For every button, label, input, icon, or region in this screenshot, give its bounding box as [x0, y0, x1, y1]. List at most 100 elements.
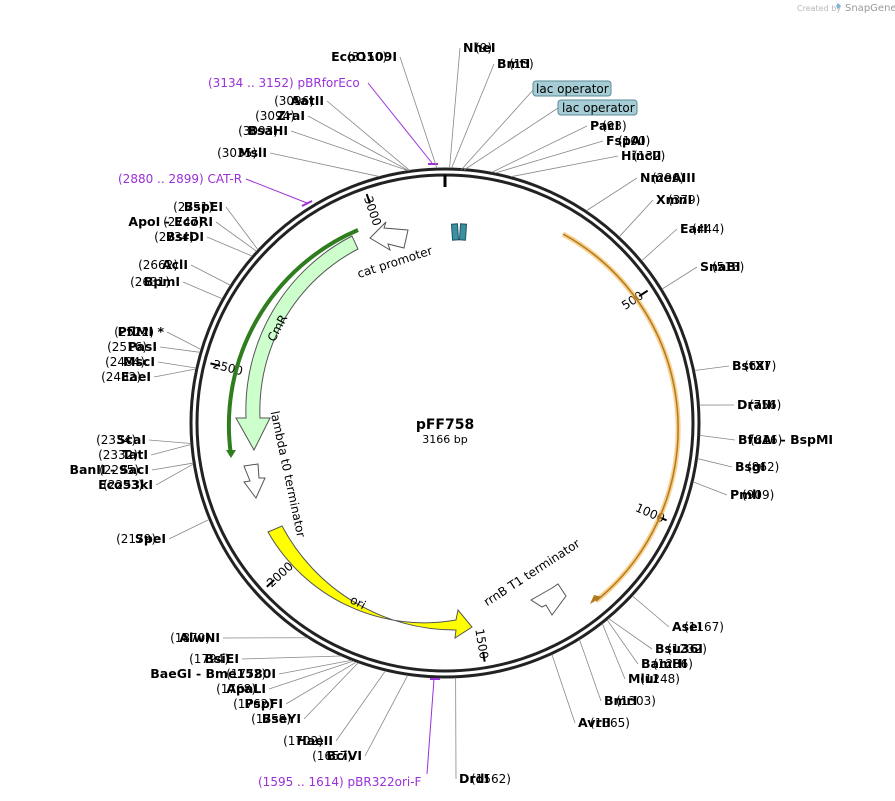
- site-name: BsgI: [735, 459, 766, 474]
- site-position: (2522): [114, 325, 154, 339]
- restriction-site-34: EaeI(2482): [101, 368, 196, 384]
- restriction-site-26: BaeGI - Bme1580I(1772): [150, 659, 352, 681]
- site-name: BsaHI: [247, 123, 288, 138]
- site-name: AclI: [162, 257, 188, 272]
- orange-feature-track-line: [562, 233, 679, 602]
- site-name: ApaLI: [226, 681, 266, 696]
- created-by-text: Created by: [797, 4, 841, 13]
- restriction-site-6: XmnI(379): [618, 192, 700, 238]
- lambda-t0-terminator-label: lambda t0 terminator: [268, 410, 308, 539]
- restriction-site-38: BpmI(2631): [130, 274, 223, 300]
- site-leader-line: [641, 228, 678, 262]
- site-position: (513): [712, 260, 744, 274]
- ring-tick-500: [638, 289, 649, 297]
- restriction-site-1: BmtI(13): [451, 56, 534, 169]
- site-position: (2334): [96, 433, 136, 447]
- site-position: (2293): [103, 478, 143, 492]
- site-position: (132): [633, 149, 665, 163]
- lac-operator-label-2-text: lac operator: [562, 101, 635, 115]
- ori-label: ori: [348, 593, 368, 613]
- site-position: (13): [509, 57, 534, 71]
- snapgene-brand-text: SnapGene: [845, 3, 895, 14]
- site-leader-line: [551, 654, 576, 724]
- site-position: (1248): [640, 672, 680, 686]
- site-name: Bsu36I: [655, 641, 703, 656]
- restriction-site-46: AatII(3096): [274, 93, 410, 171]
- primer-leader-line: [245, 178, 308, 204]
- site-leader-line: [586, 177, 638, 212]
- restriction-site-20: DrdI(1562): [455, 677, 511, 786]
- site-leader-line: [632, 595, 670, 628]
- ring-tick-1500: [482, 651, 486, 662]
- site-leader-line: [495, 140, 604, 174]
- restriction-site-9: BstXI(687): [694, 358, 776, 373]
- site-position: (2662): [138, 258, 178, 272]
- site-name: PasI: [128, 339, 157, 354]
- site-leader-line: [159, 346, 201, 353]
- site-name: TatI: [122, 447, 148, 462]
- snapgene-logo-icon: [836, 3, 841, 9]
- ring-tick-2000: [266, 579, 275, 588]
- site-name: HaeII: [296, 733, 333, 748]
- site-name: BspEI: [184, 199, 223, 214]
- site-position: (2747): [163, 215, 203, 229]
- site-position: (2332): [98, 448, 138, 462]
- site-leader-line: [153, 368, 196, 378]
- site-leader-line: [491, 125, 588, 173]
- restriction-site-10: DraIII(756): [699, 397, 781, 412]
- site-position: (3035): [217, 146, 257, 160]
- site-leader-line: [148, 439, 191, 444]
- site-name: AatII: [291, 93, 324, 108]
- site-leader-line: [449, 47, 461, 169]
- site-leader-line: [269, 152, 380, 177]
- site-name: FspAI: [606, 133, 645, 148]
- site-leader-line: [606, 619, 639, 665]
- cmr-label: CmR: [265, 312, 291, 344]
- restriction-site-13: PmlI(909): [692, 481, 774, 502]
- restriction-site-16: BamHI(1236): [606, 619, 693, 671]
- site-position: (3094): [255, 109, 295, 123]
- site-position: (1657): [312, 749, 352, 763]
- rrnb-t1-terminator-arrow: [530, 583, 567, 616]
- site-position: (3096): [274, 94, 314, 108]
- site-name: ApoI - EcoRI: [128, 214, 213, 229]
- site-position: (1236): [653, 657, 693, 671]
- restriction-site-18: BmrI(1303): [579, 639, 656, 708]
- site-leader-line: [608, 618, 653, 650]
- ring-tick-label-3000: 3000: [361, 194, 384, 227]
- site-position: (2482): [101, 370, 141, 384]
- site-leader-line: [215, 221, 257, 252]
- site-leader-line: [155, 463, 194, 486]
- site-name: BseYI: [262, 711, 301, 726]
- site-position: (1794): [189, 652, 229, 666]
- site-position: (444): [692, 222, 724, 236]
- restriction-site-33: ScaI(2334): [96, 432, 191, 447]
- site-leader-line: [182, 281, 223, 300]
- site-name: MscI: [123, 354, 155, 369]
- site-name: EaeI: [121, 369, 151, 384]
- primer-leader-line: [426, 678, 435, 775]
- site-leader-line: [268, 660, 354, 690]
- site-position: (3150): [347, 50, 387, 64]
- site-name: BanII - SacI: [69, 462, 149, 477]
- restriction-site-12: BsgI(862): [697, 458, 779, 474]
- restriction-site-30: Eco53kI(2293): [98, 463, 194, 492]
- site-name: DraIII: [737, 397, 776, 412]
- restriction-site-7: EarI(444): [641, 221, 724, 262]
- restriction-site-24: PspFI(1762): [233, 661, 357, 711]
- restriction-site-11: BfuAI - BspMI(816): [699, 432, 833, 447]
- site-position: (1232): [667, 642, 707, 656]
- site-name: ScaI: [117, 432, 147, 447]
- site-name: AseI: [672, 619, 702, 634]
- lac-operator-label-1-text: lac operator: [536, 82, 609, 96]
- site-position: (296): [652, 171, 684, 185]
- restriction-site-8: SnaBI(513): [661, 259, 744, 290]
- site-name: BstXI: [732, 358, 769, 373]
- site-position: (2516): [107, 340, 147, 354]
- site-leader-line: [661, 266, 698, 290]
- site-leader-line: [278, 659, 352, 675]
- site-leader-line: [601, 623, 626, 680]
- restriction-site-37: PflMI *(2522): [114, 324, 202, 350]
- primer-label-1: (2880 .. 2899) CAT-R: [118, 172, 308, 204]
